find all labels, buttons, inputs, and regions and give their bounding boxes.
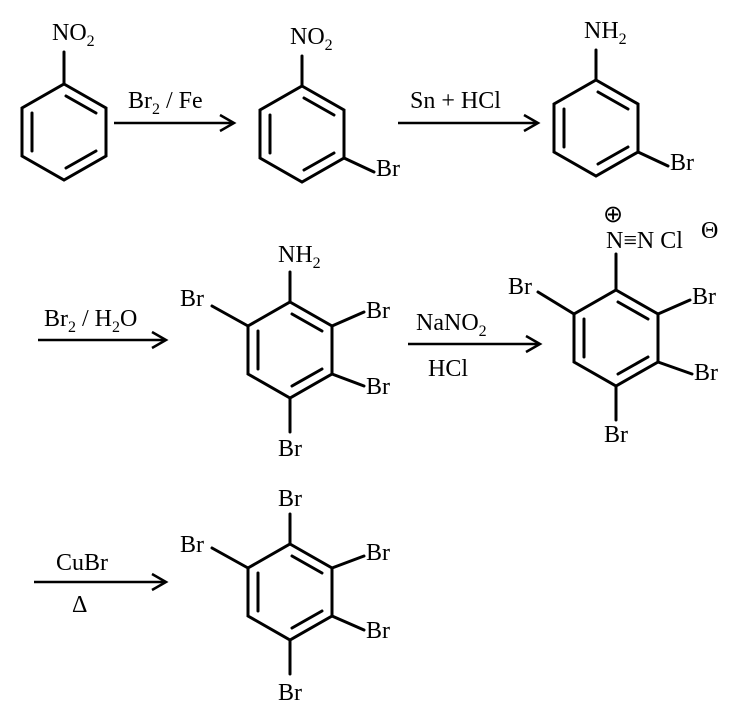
bromo-label: Br bbox=[366, 298, 390, 324]
bromo-label: Br bbox=[278, 486, 302, 512]
bromo-label: Br bbox=[180, 286, 204, 312]
arrow-step-5: CuBr Δ bbox=[34, 550, 169, 618]
compound-diazonium-salt: ⊕ N≡N Cl Θ Br Br Br Br bbox=[508, 202, 718, 448]
bromo-label: Br bbox=[366, 540, 390, 566]
positive-charge-icon: ⊕ bbox=[603, 202, 623, 228]
bromo-label: Br bbox=[366, 374, 390, 400]
diazonium-label: N≡N Cl bbox=[606, 228, 683, 254]
reagent-br2-h2o: Br2 / H2O bbox=[44, 306, 137, 336]
amino-group-label: NH2 bbox=[278, 242, 321, 272]
reagent-br2-fe: Br2 / Fe bbox=[128, 88, 203, 118]
bromo-label: Br bbox=[670, 150, 694, 176]
compound-pentabromobenzene: Br Br Br Br Br bbox=[180, 486, 390, 706]
negative-charge-icon: Θ bbox=[701, 218, 718, 244]
bromo-label: Br bbox=[692, 284, 716, 310]
reagent-cubr: CuBr bbox=[56, 550, 108, 576]
arrow-step-4: NaNO2 HCl bbox=[408, 310, 543, 382]
bromo-label: Br bbox=[366, 618, 390, 644]
compound-m-bromoaniline: NH2 Br bbox=[552, 18, 694, 178]
nitro-group-label: NO2 bbox=[52, 20, 95, 50]
reagent-sn-hcl: Sn + HCl bbox=[410, 88, 501, 114]
compound-tetrabromoaniline: NH2 Br Br Br Br bbox=[180, 242, 390, 462]
bromo-label: Br bbox=[180, 532, 204, 558]
bromo-label: Br bbox=[508, 274, 532, 300]
reagent-heat: Δ bbox=[72, 592, 87, 618]
compound-m-bromonitrobenzene: NO2 Br bbox=[258, 24, 400, 184]
arrow-step-1: Br2 / Fe bbox=[114, 88, 237, 133]
bromo-label: Br bbox=[278, 680, 302, 706]
nitro-group-label: NO2 bbox=[290, 24, 333, 54]
bromo-label: Br bbox=[604, 422, 628, 448]
arrow-step-3: Br2 / H2O bbox=[38, 306, 169, 350]
bromo-label: Br bbox=[694, 360, 718, 386]
reagent-nano2: NaNO2 bbox=[416, 310, 487, 340]
amino-group-label: NH2 bbox=[584, 18, 627, 48]
reagent-hcl: HCl bbox=[428, 356, 468, 382]
bromo-label: Br bbox=[376, 156, 400, 182]
arrow-step-2: Sn + HCl bbox=[398, 88, 541, 133]
compound-nitrobenzene: NO2 bbox=[20, 20, 108, 182]
bromo-label: Br bbox=[278, 436, 302, 462]
